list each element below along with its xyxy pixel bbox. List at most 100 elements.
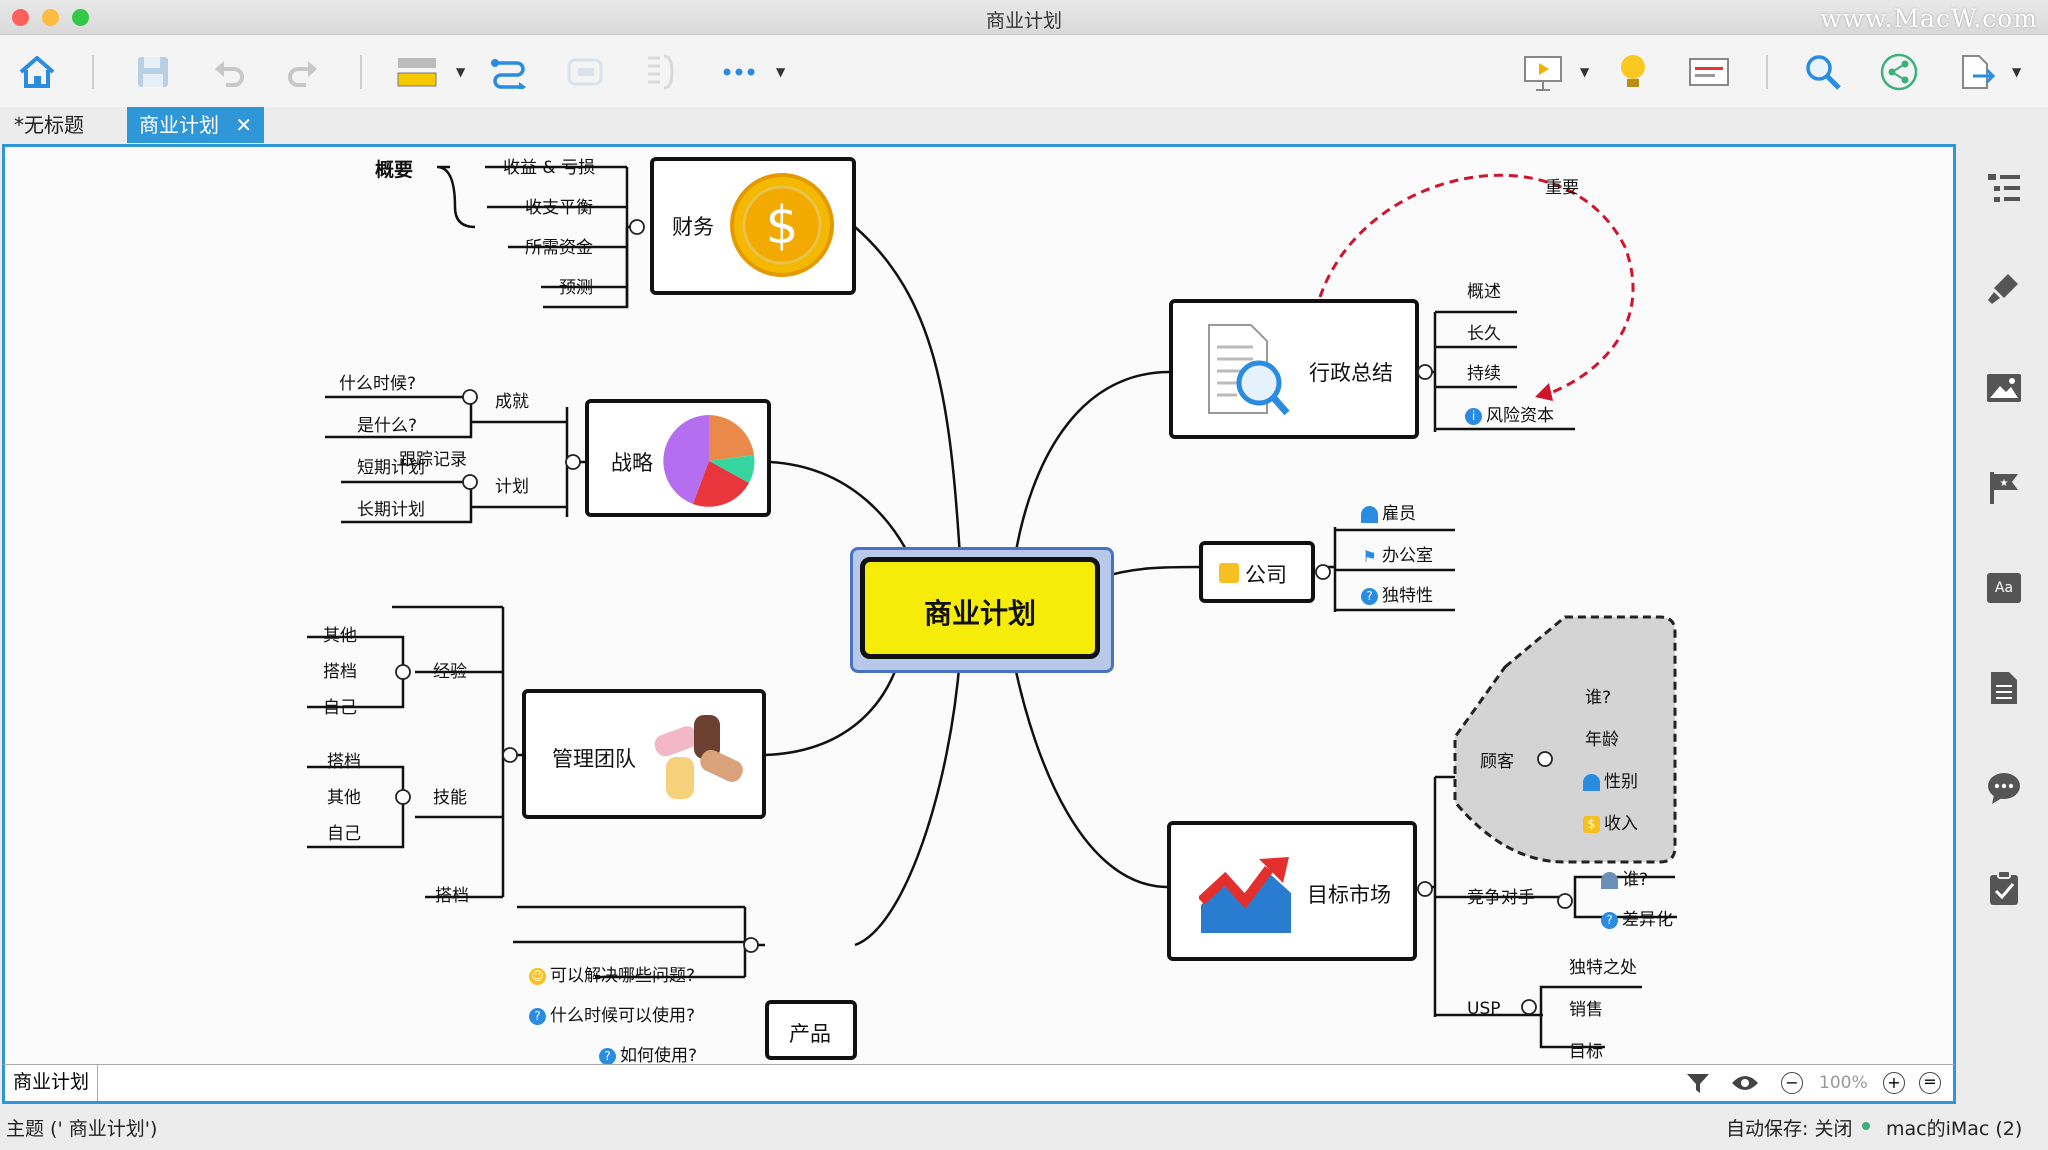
experience-item[interactable]: 其他 — [323, 626, 357, 646]
customer-item[interactable]: $收入 — [1583, 809, 1638, 834]
minimize-window-button[interactable] — [42, 9, 59, 26]
strategy-item[interactable]: 什么时候? — [339, 374, 417, 394]
idea-icon[interactable] — [1612, 51, 1654, 93]
customer-item[interactable]: 谁? — [1585, 688, 1612, 708]
close-window-button[interactable] — [12, 9, 29, 26]
topic-product[interactable]: 产品 — [765, 1000, 857, 1060]
strategy-item[interactable]: 短期计划 — [357, 458, 425, 478]
skill-item[interactable]: 搭档 — [327, 752, 361, 772]
filter-icon[interactable] — [1685, 1071, 1711, 1099]
experience-item[interactable]: 自己 — [323, 698, 357, 718]
customer-item[interactable]: 年龄 — [1585, 730, 1619, 750]
undo-icon[interactable] — [208, 51, 250, 93]
close-icon[interactable]: ✕ — [235, 113, 253, 137]
exec-item[interactable]: 持续 — [1467, 364, 1501, 384]
search-icon[interactable] — [1802, 51, 1844, 93]
zoom-window-button[interactable] — [72, 9, 89, 26]
summary-icon[interactable] — [640, 51, 682, 93]
zoom-in-button[interactable]: + — [1883, 1072, 1905, 1094]
company-item[interactable]: 雇员 — [1361, 499, 1416, 524]
product-item[interactable]: ?什么时候可以使用? — [529, 1001, 695, 1026]
question-icon: ? — [599, 1047, 616, 1065]
usp-item[interactable]: 独特之处 — [1569, 958, 1637, 978]
comment-icon[interactable] — [1978, 762, 2030, 814]
summary-label[interactable]: 概要 — [375, 159, 414, 181]
presentation-icon[interactable] — [1522, 51, 1564, 93]
company-item[interactable]: ?独特性 — [1361, 581, 1433, 606]
product-item[interactable]: ☺可以解决哪些问题? — [529, 961, 695, 986]
task-icon[interactable] — [1978, 862, 2030, 914]
usp-item[interactable]: 目标 — [1569, 1042, 1603, 1062]
company-item[interactable]: ⚑办公室 — [1362, 546, 1433, 566]
finance-item[interactable]: 所需资金 — [525, 238, 593, 258]
finance-item[interactable]: 收支平衡 — [525, 198, 593, 218]
partner-label[interactable]: 搭档 — [435, 886, 469, 906]
achieve-label[interactable]: 成就 — [495, 392, 529, 412]
topic-strategy[interactable]: 战略 — [585, 399, 771, 517]
skill-item[interactable]: 其他 — [327, 788, 361, 808]
person-icon — [1601, 871, 1618, 889]
exec-item[interactable]: 长久 — [1467, 324, 1501, 344]
export-icon[interactable] — [1954, 51, 1996, 93]
topic-finance[interactable]: 财务 $ — [650, 157, 856, 295]
finance-item[interactable]: 预测 — [559, 278, 593, 298]
autosave-status[interactable]: 自动保存: 关闭 — [1726, 1118, 1853, 1140]
image-icon[interactable] — [1978, 362, 2030, 414]
redo-icon[interactable] — [282, 51, 324, 93]
strategy-item[interactable]: 长期计划 — [357, 500, 425, 520]
outline-view-icon[interactable] — [1688, 51, 1730, 93]
plan-label[interactable]: 计划 — [495, 477, 529, 497]
topic-company[interactable]: 公司 — [1199, 541, 1315, 603]
insert-topic-icon[interactable] — [396, 51, 438, 93]
document-search-icon — [1208, 324, 1290, 416]
more-icon[interactable] — [718, 51, 760, 93]
usp-label[interactable]: USP — [1467, 999, 1501, 1019]
chevron-down-icon[interactable]: ▼ — [1580, 65, 1590, 79]
zoom-level: 100% — [1819, 1073, 1868, 1093]
topic-executive-summary[interactable]: 行政总结 — [1169, 299, 1419, 439]
relationship-icon[interactable] — [488, 51, 530, 93]
exec-item[interactable]: 概述 — [1467, 282, 1501, 302]
format-brush-icon[interactable] — [1978, 262, 2030, 314]
competitor-item[interactable]: 谁? — [1601, 865, 1648, 890]
save-icon[interactable] — [132, 51, 174, 93]
chevron-down-icon[interactable]: ▼ — [2012, 65, 2022, 79]
outline-icon[interactable] — [1978, 162, 2030, 214]
relationship-label[interactable]: 重要 — [1545, 178, 1579, 198]
customer-item[interactable]: 性别 — [1583, 767, 1638, 792]
customer-label[interactable]: 顾客 — [1480, 752, 1514, 772]
tab-untitled[interactable]: *无标题 — [14, 113, 84, 137]
marker-flag-icon[interactable]: ★ — [1978, 462, 2030, 514]
competitor-label[interactable]: 竞争对手 — [1467, 888, 1535, 908]
notes-icon[interactable] — [1978, 662, 2030, 714]
strategy-item[interactable]: 是什么? — [357, 416, 418, 436]
tracking-label[interactable]: 跟踪记录 — [399, 450, 467, 470]
topic-management-team[interactable]: 管理团队 — [522, 689, 766, 819]
usp-item[interactable]: 销售 — [1569, 1000, 1603, 1020]
dollar-coin-icon: $ — [730, 173, 834, 277]
skill-item[interactable]: 自己 — [327, 824, 361, 844]
skills-label[interactable]: 技能 — [433, 788, 467, 808]
experience-label[interactable]: 经验 — [433, 662, 467, 682]
share-icon[interactable] — [1878, 51, 1920, 93]
sheet-tab[interactable]: 商业计划 — [5, 1065, 99, 1101]
right-sidebar: ★ Aa — [1960, 144, 2048, 1104]
product-item[interactable]: ?如何使用? — [599, 1041, 697, 1066]
boundary-icon[interactable] — [564, 51, 606, 93]
chevron-down-icon[interactable]: ▼ — [456, 65, 466, 79]
tab-business-plan[interactable]: 商业计划 ✕ — [127, 107, 265, 143]
fit-map-button[interactable]: = — [1919, 1072, 1941, 1094]
mindmap-canvas[interactable]: 财务 $ 概要 收益 & 亏损 收支平衡 所需资金 预测 战略 成就 计划 什么… — [2, 144, 1956, 1070]
finance-item[interactable]: 收益 & 亏损 — [503, 158, 596, 178]
experience-item[interactable]: 搭档 — [323, 662, 357, 682]
question-icon: ? — [1601, 911, 1618, 929]
competitor-item[interactable]: ?差异化 — [1601, 905, 1673, 930]
home-icon[interactable] — [16, 51, 58, 93]
eye-icon[interactable] — [1731, 1073, 1759, 1097]
chevron-down-icon[interactable]: ▼ — [776, 65, 786, 79]
text-style-icon[interactable]: Aa — [1978, 562, 2030, 614]
central-topic[interactable]: 商业计划 — [860, 557, 1100, 659]
zoom-out-button[interactable]: − — [1781, 1072, 1803, 1094]
topic-target-market[interactable]: 目标市场 — [1167, 821, 1417, 961]
